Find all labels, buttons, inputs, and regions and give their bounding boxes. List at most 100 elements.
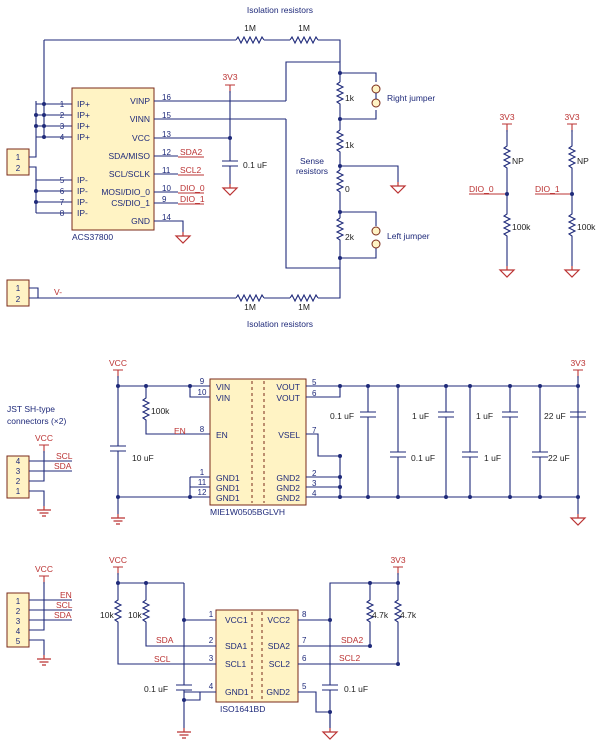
svg-text:IP+: IP+: [77, 110, 90, 120]
svg-text:16: 16: [162, 93, 171, 102]
net-dio0: DIO_0: [180, 183, 205, 193]
net-en: EN: [174, 426, 186, 436]
svg-text:SDA: SDA: [54, 461, 72, 471]
svg-text:SCL1: SCL1: [225, 659, 247, 669]
svg-text:3V3: 3V3: [499, 112, 514, 122]
svg-text:IP-: IP-: [77, 186, 88, 196]
svg-text:NP: NP: [512, 156, 524, 166]
svg-text:2: 2: [16, 607, 21, 616]
svg-text:VINN: VINN: [130, 114, 150, 124]
svg-text:SDA/MISO: SDA/MISO: [108, 151, 150, 161]
svg-text:GND1: GND1: [216, 493, 240, 503]
left-jumper-label: Left jumper: [387, 231, 430, 241]
ic-acs37800-name: ACS37800: [72, 232, 113, 242]
svg-text:7: 7: [60, 198, 65, 207]
sense-r-1k-a: [335, 81, 345, 130]
resistor-bot-1: [235, 293, 265, 303]
svg-text:1: 1: [209, 610, 214, 619]
svg-text:11: 11: [162, 166, 171, 175]
left-jumper-pad-2: [371, 239, 381, 249]
svg-text:VOUT: VOUT: [276, 382, 300, 392]
svg-text:VCC: VCC: [35, 433, 53, 443]
svg-text:SCL: SCL: [56, 600, 73, 610]
svg-text:IP+: IP+: [77, 121, 90, 131]
svg-text:IP-: IP-: [77, 197, 88, 207]
net-sda2: SDA2: [180, 147, 202, 157]
svg-text:VIN: VIN: [216, 393, 230, 403]
svg-text:SDA2: SDA2: [268, 641, 290, 651]
svg-text:6: 6: [60, 187, 65, 196]
acs-right-pins: VINP 16 VINN 15 VCC 13 SDA/MISO 12 SCL/S…: [101, 93, 171, 226]
svg-text:2: 2: [312, 469, 317, 478]
svg-text:100k: 100k: [512, 222, 531, 232]
resistor-top-1: [235, 35, 265, 45]
svg-text:10k: 10k: [128, 610, 142, 620]
svg-text:MOSI/DIO_0: MOSI/DIO_0: [101, 187, 150, 197]
svg-text:4: 4: [209, 682, 214, 691]
out-cap-7: 22 uF: [544, 384, 586, 499]
svg-text:GND2: GND2: [266, 687, 290, 697]
svg-text:VIN: VIN: [216, 382, 230, 392]
svg-text:EN: EN: [216, 430, 228, 440]
svg-text:MIE1W0505BGLVH: MIE1W0505BGLVH: [210, 507, 285, 517]
svg-text:2: 2: [16, 164, 21, 173]
cap-acs-label: 0.1 uF: [243, 160, 267, 170]
svg-text:10: 10: [198, 388, 207, 397]
ic-iso1641: [215, 609, 299, 703]
svg-text:3V3: 3V3: [390, 555, 405, 565]
svg-text:SDA: SDA: [54, 610, 72, 620]
iso-title-top: Isolation resistors: [247, 5, 313, 15]
r-top-2-label: 1M: [298, 23, 310, 33]
svg-text:1M: 1M: [298, 302, 310, 312]
svg-text:11: 11: [198, 478, 207, 487]
svg-text:SCL/SCLK: SCL/SCLK: [109, 169, 150, 179]
net-dio1-b: DIO_1: [535, 184, 560, 194]
svg-text:13: 13: [162, 130, 171, 139]
svg-text:7: 7: [302, 636, 307, 645]
svg-text:3V3: 3V3: [564, 112, 579, 122]
svg-text:GND1: GND1: [216, 473, 240, 483]
cap-10u-label: 10 uF: [132, 453, 154, 463]
net-dio0-b: DIO_0: [469, 184, 494, 194]
svg-text:15: 15: [162, 111, 171, 120]
net-dio1: DIO_1: [180, 194, 205, 204]
svg-text:12: 12: [198, 488, 207, 497]
svg-text:1M: 1M: [244, 302, 256, 312]
resistor-top-2: [289, 35, 319, 45]
svg-text:GND1: GND1: [225, 687, 249, 697]
svg-text:1 uF: 1 uF: [484, 453, 501, 463]
right-jumper-pad-2: [371, 98, 381, 108]
connector-v-minus: [6, 279, 30, 307]
svg-text:IP+: IP+: [77, 132, 90, 142]
sense-label-2: resistors: [296, 166, 328, 176]
svg-text:8: 8: [302, 610, 307, 619]
svg-text:VCC: VCC: [109, 358, 127, 368]
svg-text:VCC: VCC: [132, 133, 150, 143]
sense-r-0: [335, 169, 345, 218]
svg-text:IP+: IP+: [77, 99, 90, 109]
out-cap-6: 22 uF: [532, 384, 570, 499]
svg-text:1: 1: [16, 597, 21, 606]
out-cap-2: 0.1 uF: [390, 384, 435, 499]
svg-text:2: 2: [16, 477, 21, 486]
resistor-bot-2: [289, 293, 319, 303]
svg-text:8: 8: [200, 425, 205, 434]
svg-text:4: 4: [16, 457, 21, 466]
svg-text:IP-: IP-: [77, 208, 88, 218]
right-jumper-label: Right jumper: [387, 93, 435, 103]
sense-r-2k: [335, 217, 345, 268]
out-cap-4: 1 uF: [462, 384, 501, 499]
svg-text:SCL: SCL: [56, 451, 73, 461]
svg-text:CS/DIO_1: CS/DIO_1: [111, 198, 150, 208]
svg-text:1 uF: 1 uF: [476, 411, 493, 421]
svg-text:VCC2: VCC2: [267, 615, 290, 625]
acs-left-pins: 1 IP+ 2 IP+ 3 IP+ 4 IP+ 5 IP- 6 IP- 7 IP…: [60, 99, 90, 218]
svg-text:12: 12: [162, 148, 171, 157]
svg-text:GND2: GND2: [276, 493, 300, 503]
svg-text:1k: 1k: [345, 93, 355, 103]
svg-text:22 uF: 22 uF: [548, 453, 570, 463]
right-jumper-pad-1: [371, 84, 381, 94]
svg-text:10k: 10k: [100, 610, 114, 620]
svg-text:GND2: GND2: [276, 483, 300, 493]
svg-text:1: 1: [60, 100, 65, 109]
